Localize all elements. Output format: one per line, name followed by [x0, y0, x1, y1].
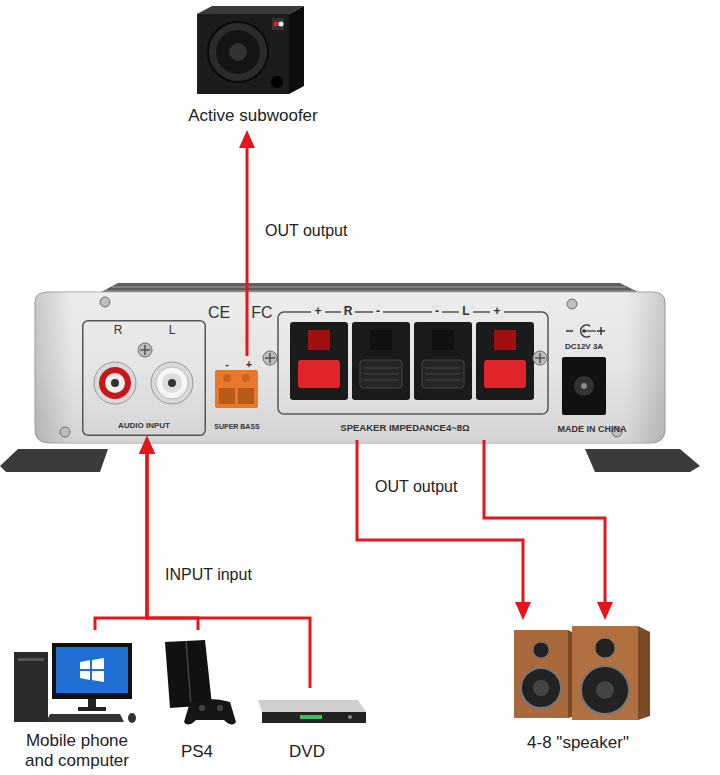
polarity-mark: -	[225, 358, 229, 371]
signal-arrow	[484, 440, 613, 620]
edge-label: INPUT input	[163, 566, 254, 584]
signal-arrow	[139, 436, 310, 688]
arrow-line	[357, 440, 523, 606]
device-caption: Active subwoofer	[188, 106, 317, 126]
polarity-mark: -	[432, 305, 442, 319]
panel-print: SUPER BASS	[214, 423, 260, 431]
arrow-line	[95, 450, 147, 630]
speaker-pair: 4-8 "speaker"	[505, 620, 655, 760]
arrow-head	[139, 436, 155, 454]
channel-label: L	[169, 324, 176, 338]
arrow-head	[515, 602, 531, 620]
polarity-mark: +	[490, 305, 503, 319]
arrow-line	[246, 144, 249, 356]
speaker-terminals	[290, 322, 534, 400]
ce-mark: CE	[208, 304, 230, 322]
fcc-mark: FC	[251, 304, 272, 322]
subwoofer-picture	[197, 6, 304, 94]
polarity-mark: +	[246, 358, 252, 371]
ps4-picture	[165, 640, 236, 725]
device-caption: PS4	[181, 742, 213, 762]
panel-print: AUDIO INPUT	[118, 421, 170, 430]
device-caption: Mobile phone and computer	[13, 731, 141, 770]
channel-label: R	[341, 305, 356, 319]
audio-input-panel: R L AUDIO INPUT	[82, 320, 206, 436]
arrow-head	[139, 436, 155, 454]
panel-print: MADE IN CHINA	[558, 424, 627, 434]
arrow-head	[597, 602, 613, 620]
channel-label: R	[114, 324, 123, 338]
amplifier-picture	[0, 283, 700, 472]
speaker-picture	[514, 626, 650, 720]
source-device: DVD	[252, 688, 370, 764]
arrow-line	[484, 440, 605, 606]
amplifier-panel: CEFCMADE IN CHINADC12V 3ARLAUDIO INPUT-+…	[35, 292, 667, 444]
source-device: PS4	[152, 630, 244, 764]
signal-arrow	[357, 440, 531, 620]
polarity-mark: +	[311, 305, 324, 319]
arrow-line	[147, 450, 310, 688]
device-caption: DVD	[289, 742, 325, 762]
edge-label: OUT output	[263, 222, 349, 240]
arrow-head	[139, 436, 155, 454]
subwoofer-device: Active subwoofer	[172, 2, 336, 130]
arrow-head	[239, 130, 255, 148]
super-bass-terminal: - + SUPER BASS	[210, 356, 264, 436]
power-rating: DC12V 3A	[565, 342, 603, 351]
rca-jack-white	[151, 362, 193, 404]
power-jack	[562, 325, 606, 415]
computer-picture	[14, 643, 136, 723]
channel-label: L	[459, 305, 472, 319]
polarity-mark: -	[373, 305, 383, 319]
panel-print: SPEAKER IMPEDANCE4~8Ω	[340, 423, 469, 434]
dvd-picture	[258, 700, 366, 723]
screws	[60, 297, 622, 437]
arrow-line	[147, 450, 198, 630]
rca-jack-red	[94, 362, 136, 404]
speaker-terminal-panel: + R - - L + SPEAKER IMPEDANCE4~8Ω	[278, 303, 549, 440]
terminal-outline	[278, 312, 548, 414]
source-device: Mobile phone and computer	[10, 630, 145, 772]
edge-label: OUT output	[373, 478, 459, 496]
super-bass-block	[215, 370, 258, 408]
device-caption: 4-8 "speaker"	[527, 733, 629, 753]
signal-arrow	[239, 130, 255, 356]
